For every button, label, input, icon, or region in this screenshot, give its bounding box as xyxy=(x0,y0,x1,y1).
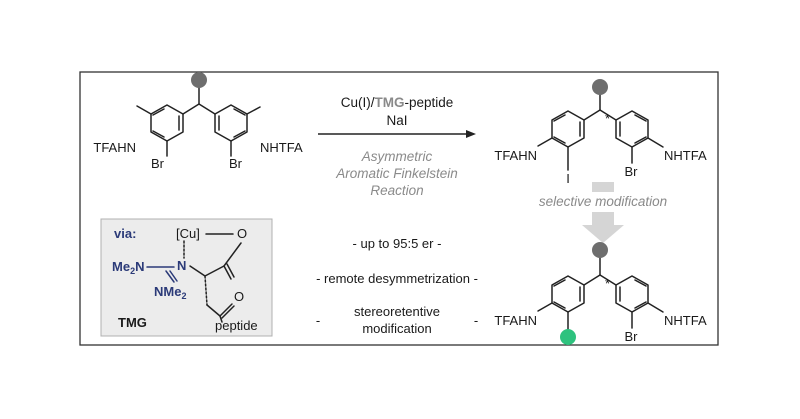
feature-stereoretentive: stereoretentive xyxy=(354,304,440,319)
additive-label: NaI xyxy=(386,113,407,128)
iodo-bromine-label: Br xyxy=(625,164,639,179)
sm-right-nh: NHTFA xyxy=(260,140,303,155)
nme2-upper-label: Me2N xyxy=(112,259,144,276)
reaction-name-line-1: Asymmetric xyxy=(361,149,433,164)
ester-oxygen-label: O xyxy=(237,226,247,241)
modification-arrow xyxy=(582,182,624,243)
tmg-highlight: TMG xyxy=(374,95,404,110)
via-box: via: [Cu] O O N Me2N NMe2 peptide TMG xyxy=(100,218,273,337)
reaction-name-line-2: Aromatic Finkelstein xyxy=(335,166,458,181)
peptide-label: peptide xyxy=(215,318,258,333)
final-right-nh: NHTFA xyxy=(664,313,707,328)
features: - up to 95:5 er - - remote desymmetrizat… xyxy=(316,236,478,336)
via-label: via: xyxy=(114,226,136,241)
iodo-stereo-mark: * xyxy=(605,111,610,126)
starting-material: TFAHN NHTFA Br Br xyxy=(93,72,303,171)
feature-stereo-dash-left: - xyxy=(316,313,320,328)
iodo-right-nh: NHTFA xyxy=(664,148,707,163)
feature-er: - up to 95:5 er - xyxy=(353,236,442,251)
cu-label: [Cu] xyxy=(176,226,200,241)
substituent-dot xyxy=(191,72,207,88)
substituent-dot xyxy=(592,242,608,258)
feature-desymmetrization: - remote desymmetrization - xyxy=(316,271,478,286)
guanidine-n-label: N xyxy=(177,258,186,273)
feature-modification: modification xyxy=(362,321,431,336)
new-group-dot xyxy=(560,329,576,345)
reagent-label: Cu(I)/TMG-peptide xyxy=(341,95,454,110)
iodo-iodine-label: I xyxy=(566,171,570,186)
nme2-lower-label: NMe2 xyxy=(154,284,186,301)
iodo-left-nh: TFAHN xyxy=(494,148,537,163)
final-bromine-label: Br xyxy=(625,329,639,344)
sm-right-br: Br xyxy=(229,156,243,171)
modification-label: selective modification xyxy=(539,194,667,209)
final-stereo-mark: * xyxy=(605,276,610,291)
tmg-label: TMG xyxy=(118,315,147,330)
final-left-nh: TFAHN xyxy=(494,313,537,328)
ketone-oxygen-label: O xyxy=(234,289,244,304)
iodo-product: * TFAHN NHTFA I Br xyxy=(494,79,707,186)
sm-left-nh: TFAHN xyxy=(93,140,136,155)
reaction-arrow xyxy=(318,130,476,138)
reaction-name-line-3: Reaction xyxy=(370,183,423,198)
feature-stereo-dash-right: - xyxy=(474,313,478,328)
sm-left-br: Br xyxy=(151,156,165,171)
substituent-dot xyxy=(592,79,608,95)
scheme-frame xyxy=(79,71,719,346)
final-product: * TFAHN NHTFA Br xyxy=(494,242,707,345)
